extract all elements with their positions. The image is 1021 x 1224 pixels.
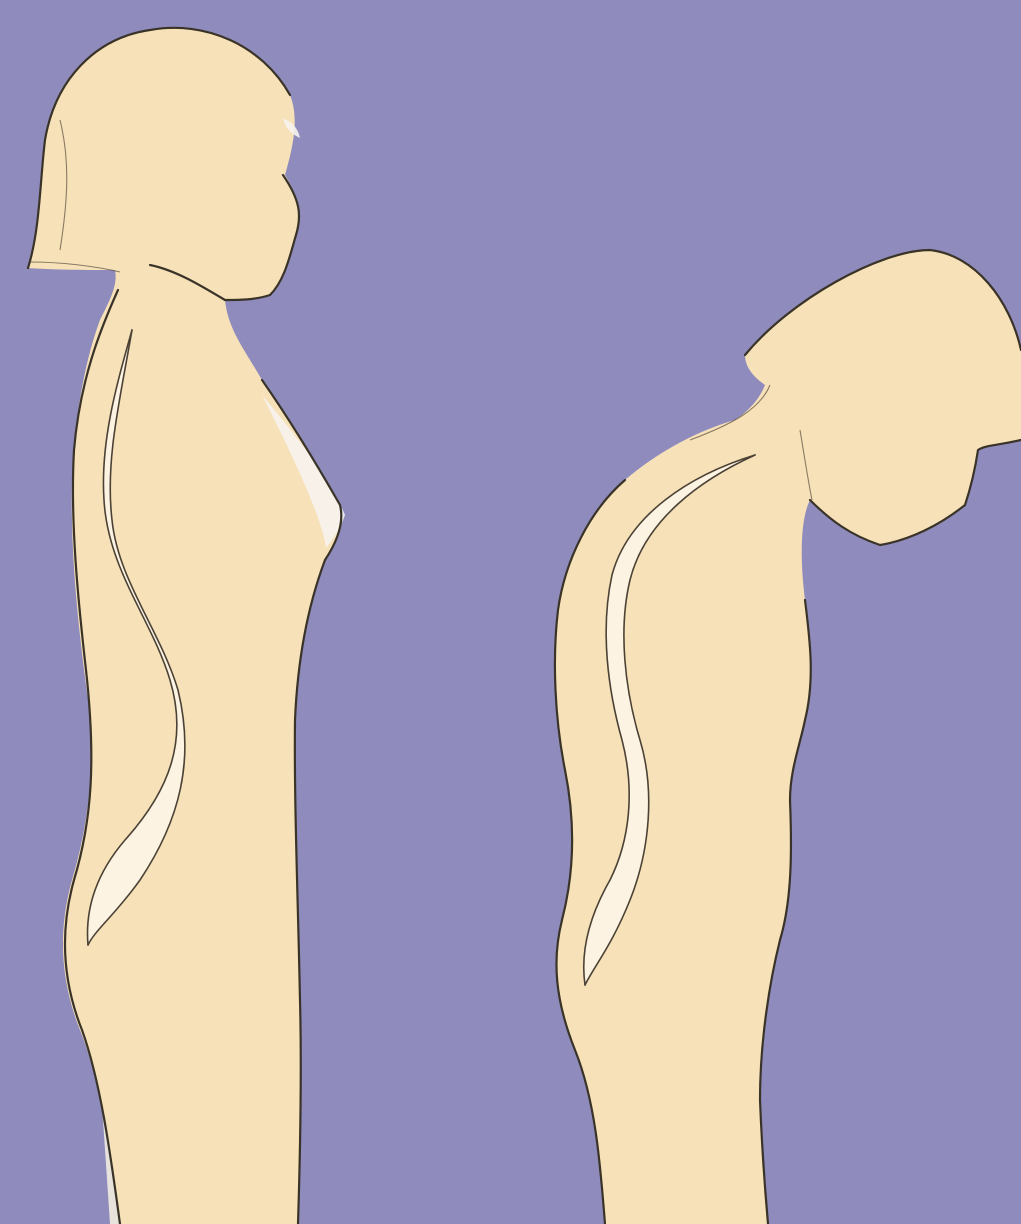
posture-illustration [0, 0, 1021, 1224]
